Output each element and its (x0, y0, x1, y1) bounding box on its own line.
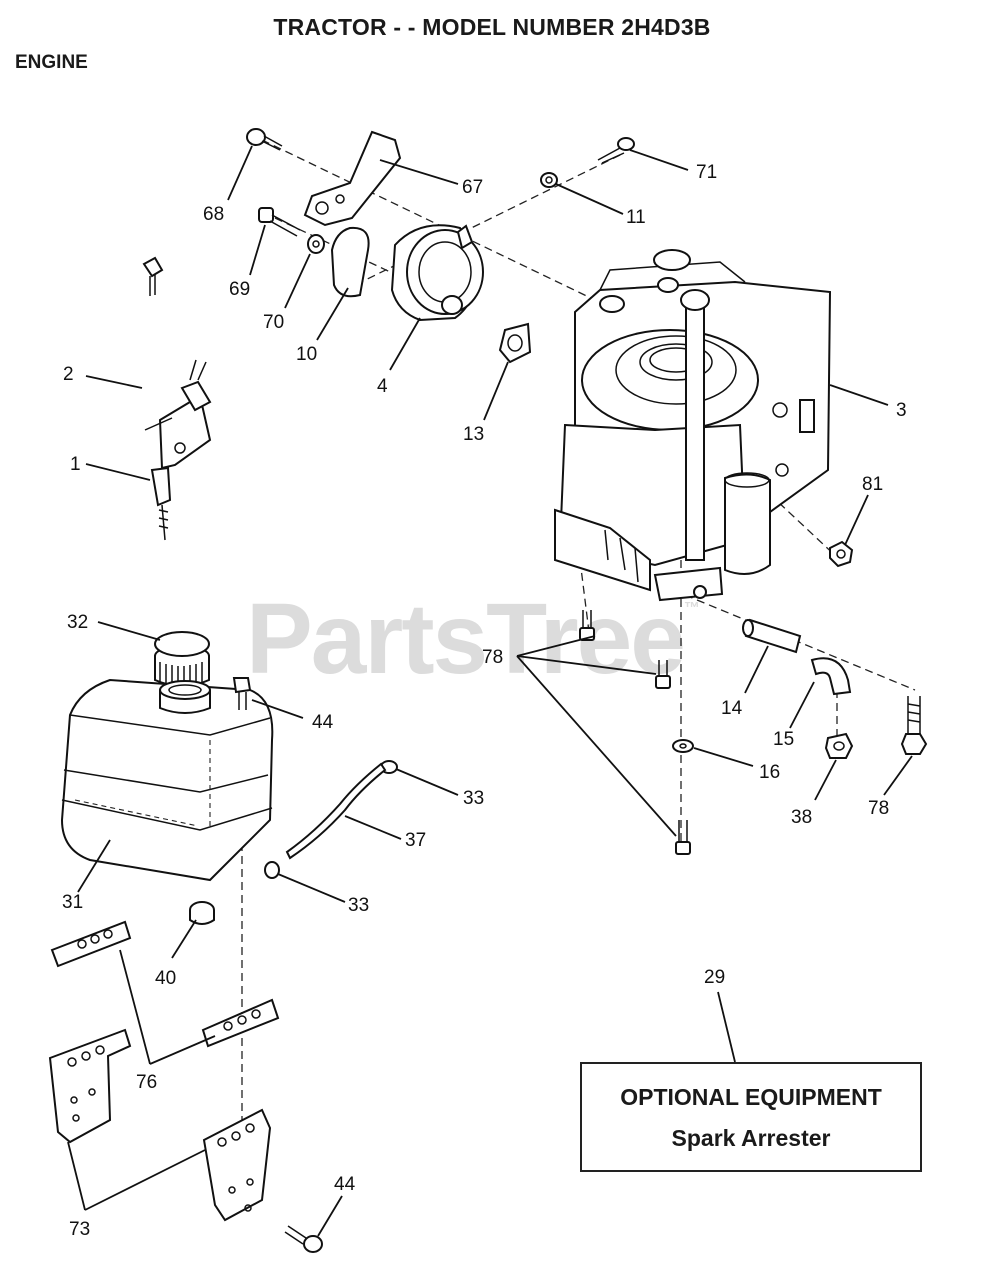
nut-81-icon (829, 540, 854, 568)
callout-69: 69 (229, 279, 250, 300)
callout-78-right: 78 (868, 798, 889, 819)
callout-31: 31 (62, 892, 83, 913)
washer-16-icon (672, 739, 694, 753)
callout-1: 1 (70, 454, 81, 475)
muffler-bracket-67-icon (303, 130, 402, 227)
washer-11-icon (540, 172, 558, 188)
elbow-15-icon (810, 657, 852, 696)
page-title: TRACTOR - - MODEL NUMBER 2H4D3B (273, 14, 711, 40)
screw-44-lower-icon (284, 1225, 323, 1253)
hose-37-icon (285, 762, 387, 860)
fuel-tank-31-icon (60, 678, 274, 882)
callout-81: 81 (862, 474, 883, 495)
section-title: ENGINE (15, 52, 88, 73)
screw-71-icon (597, 137, 635, 164)
callout-33-lower: 33 (348, 895, 369, 916)
callout-68: 68 (203, 204, 224, 225)
callout-16: 16 (759, 762, 780, 783)
callout-33-upper: 33 (463, 788, 484, 809)
watermark-text: PartsTree (246, 583, 686, 695)
callout-76: 76 (136, 1072, 157, 1093)
throttle-control-1-icon (144, 359, 212, 541)
callout-13: 13 (463, 424, 484, 445)
callout-44-lower: 44 (334, 1174, 356, 1195)
optional-equipment-item: Spark Arrester (671, 1125, 831, 1151)
callout-2: 2 (63, 364, 74, 385)
callout-71: 71 (696, 162, 717, 183)
bolt-78-lower-icon (675, 820, 691, 855)
washer-70-icon (307, 234, 325, 254)
bolt-68-icon (246, 128, 283, 151)
bolt-69-icon (258, 207, 301, 237)
callout-37: 37 (405, 830, 426, 851)
bracket-73-right-icon (202, 1108, 272, 1222)
callout-44-upper: 44 (312, 712, 334, 733)
gasket-13-icon (498, 322, 532, 364)
optional-equipment-heading: OPTIONAL EQUIPMENT (620, 1084, 882, 1110)
grommet-40-icon (189, 901, 215, 925)
callout-15: 15 (773, 729, 794, 750)
callout-11: 11 (626, 207, 646, 228)
callout-78-cluster: 78 (482, 647, 503, 668)
callout-40: 40 (155, 968, 176, 989)
callout-4: 4 (377, 376, 388, 397)
plate-76-right-icon (201, 998, 280, 1048)
callout-70: 70 (263, 312, 284, 333)
callout-29: 29 (704, 967, 725, 988)
watermark: PartsTree™ (246, 582, 700, 697)
callout-67: 67 (462, 177, 483, 198)
muffler-4-icon (390, 224, 484, 322)
nut-38-icon (824, 732, 854, 759)
fuel-cap-32-icon (154, 631, 210, 687)
bracket-73-left-icon (48, 1028, 132, 1144)
callout-38: 38 (791, 807, 812, 828)
engine-3-icon (554, 249, 832, 602)
bolt-78-right-icon (900, 696, 928, 755)
callout-3: 3 (896, 400, 907, 421)
clamp-33-lower-icon (264, 861, 280, 879)
callout-10: 10 (296, 344, 317, 365)
bolt-78-middle-icon (655, 660, 671, 689)
optional-equipment-box: OPTIONAL EQUIPMENT Spark Arrester (580, 1062, 922, 1172)
screw-44-upper-icon (232, 677, 252, 710)
watermark-trademark: ™ (683, 600, 700, 617)
screw-2-icon (142, 256, 164, 296)
callout-14: 14 (721, 698, 743, 719)
callout-73: 73 (69, 1219, 90, 1240)
callout-numbers: 68 67 71 11 69 70 10 4 13 3 2 1 81 32 44… (62, 162, 907, 1240)
nipple-14-icon (742, 618, 802, 654)
heat-shield-10-icon (330, 226, 370, 298)
plate-76-left-icon (50, 920, 132, 968)
callout-32: 32 (67, 612, 88, 633)
callout-leader-lines (67, 145, 913, 1237)
